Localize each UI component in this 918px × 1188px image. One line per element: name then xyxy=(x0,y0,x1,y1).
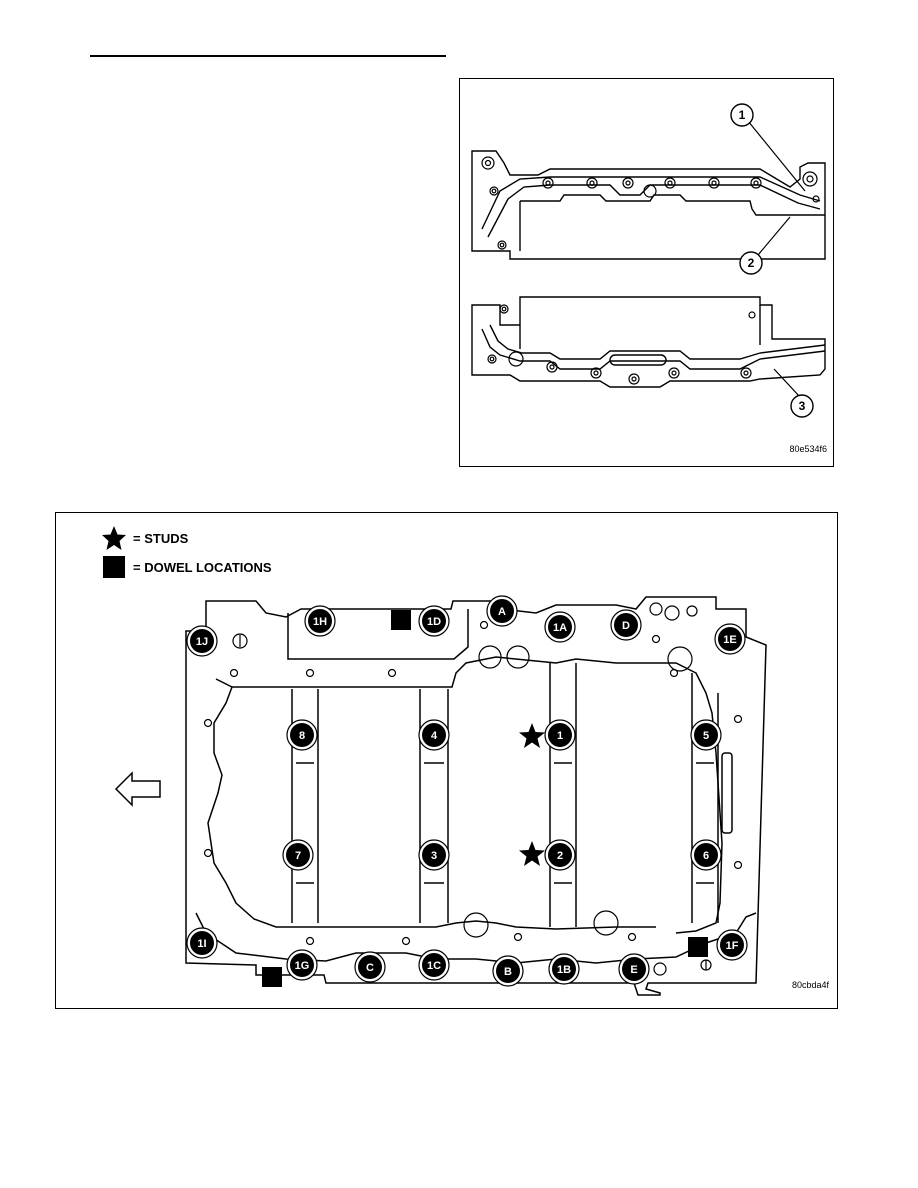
bolt-badge-6: 6 xyxy=(690,839,722,871)
svg-text:1: 1 xyxy=(739,108,746,122)
bolt-badge-1d: 1D xyxy=(418,605,450,637)
square-icon xyxy=(101,554,127,580)
gasket-figure: 1 2 3 80e534f6 xyxy=(459,78,834,467)
bolt-badge-a: A xyxy=(486,595,518,627)
dowel-marker xyxy=(391,610,411,630)
legend-dowels-label: = DOWEL LOCATIONS xyxy=(133,559,272,575)
bolt-badge-label: 2 xyxy=(557,850,563,862)
bolt-badge-label: 8 xyxy=(299,730,305,742)
bolt-badge-1a: 1A xyxy=(544,611,576,643)
svg-text:2: 2 xyxy=(748,256,755,270)
bolt-badge-1h: 1H xyxy=(304,605,336,637)
dowel-marker xyxy=(262,967,282,987)
bolt-badge-label: A xyxy=(498,606,506,618)
bolt-badge-label: 6 xyxy=(703,850,709,862)
bolt-badge-2: 2 xyxy=(544,839,576,871)
legend-studs-label: = STUDS xyxy=(133,530,189,546)
bolt-badge-label: 1A xyxy=(553,622,567,634)
bolt-badge-1g: 1G xyxy=(286,949,318,981)
stud-star-icon xyxy=(519,723,545,748)
bolt-badge-label: 1J xyxy=(196,636,208,648)
legend-dowels: = DOWEL LOCATIONS xyxy=(101,554,272,580)
callout-2: 2 xyxy=(739,251,763,275)
lower-gasket-bead xyxy=(481,328,826,370)
bolt-badge-1: 1 xyxy=(544,719,576,751)
bolt-badge-c: C xyxy=(354,951,386,983)
upper-rail-outline xyxy=(471,150,826,260)
bolt-badge-label: 1G xyxy=(295,960,310,972)
front-arrow-icon xyxy=(114,771,161,807)
bedplate-outline xyxy=(185,596,767,996)
bolt-badge-8: 8 xyxy=(286,719,318,751)
bolt-badge-1j: 1J xyxy=(186,625,218,657)
bolt-badge-d: D xyxy=(610,609,642,641)
upper-gasket-bead xyxy=(481,176,821,230)
header-rule xyxy=(90,55,446,57)
gasket-diagram: 1 2 3 xyxy=(471,103,826,418)
bolt-badge-label: 7 xyxy=(295,850,301,862)
svg-text:3: 3 xyxy=(799,399,806,413)
legend-studs: = STUDS xyxy=(101,525,188,551)
bolt-badge-3: 3 xyxy=(418,839,450,871)
bolt-badge-1b: 1B xyxy=(548,953,580,985)
bolt-badge-label: E xyxy=(630,964,637,976)
bedplate-diagram: 1H 1D A 1A D 1E 1J 8 4 1 5 7 3 2 6 1I 1G C 1C B 1B E 1F xyxy=(114,595,767,996)
bolt-badge-label: D xyxy=(622,620,630,632)
bolt-badge-label: 1 xyxy=(557,730,563,742)
figure-code: 80e534f6 xyxy=(789,444,827,454)
figure-code: 80cbda4f xyxy=(791,980,829,990)
bolt-badge-label: 1F xyxy=(726,940,739,952)
bolt-badge-label: 5 xyxy=(703,730,709,742)
bolt-badge-e: E xyxy=(618,953,650,985)
bolt-badge-4: 4 xyxy=(418,719,450,751)
bolt-badge-b: B xyxy=(492,955,524,987)
bolt-badge-1i: 1I xyxy=(186,927,218,959)
bolt-sequence-figure: = STUDS = DOWEL LOCATIONS xyxy=(55,512,838,1009)
bolt-badge-label: 3 xyxy=(431,850,437,862)
dowel-marker xyxy=(688,937,708,957)
bolt-badge-5: 5 xyxy=(690,719,722,751)
bolt-badge-label: 1C xyxy=(427,960,441,972)
callout-3: 3 xyxy=(790,394,814,418)
bolt-badge-label: 1B xyxy=(557,964,571,976)
bolt-badge-label: 4 xyxy=(431,730,438,742)
bolt-badge-1f: 1F xyxy=(716,929,748,961)
bolt-badge-label: 1D xyxy=(427,616,441,628)
star-icon xyxy=(101,525,127,551)
bolt-badge-7: 7 xyxy=(282,839,314,871)
lower-rail-outline xyxy=(471,296,826,388)
bolt-badge-label: 1I xyxy=(197,938,206,950)
bolt-badge-label: B xyxy=(504,966,512,978)
bolt-badge-label: 1H xyxy=(313,616,327,628)
bolt-badge-label: 1E xyxy=(723,634,736,646)
bolt-badge-1c: 1C xyxy=(418,949,450,981)
bolt-badge-label: C xyxy=(366,962,374,974)
bolt-badge-1e: 1E xyxy=(714,623,746,655)
callout-1: 1 xyxy=(730,103,754,127)
stud-star-icon xyxy=(519,841,545,866)
